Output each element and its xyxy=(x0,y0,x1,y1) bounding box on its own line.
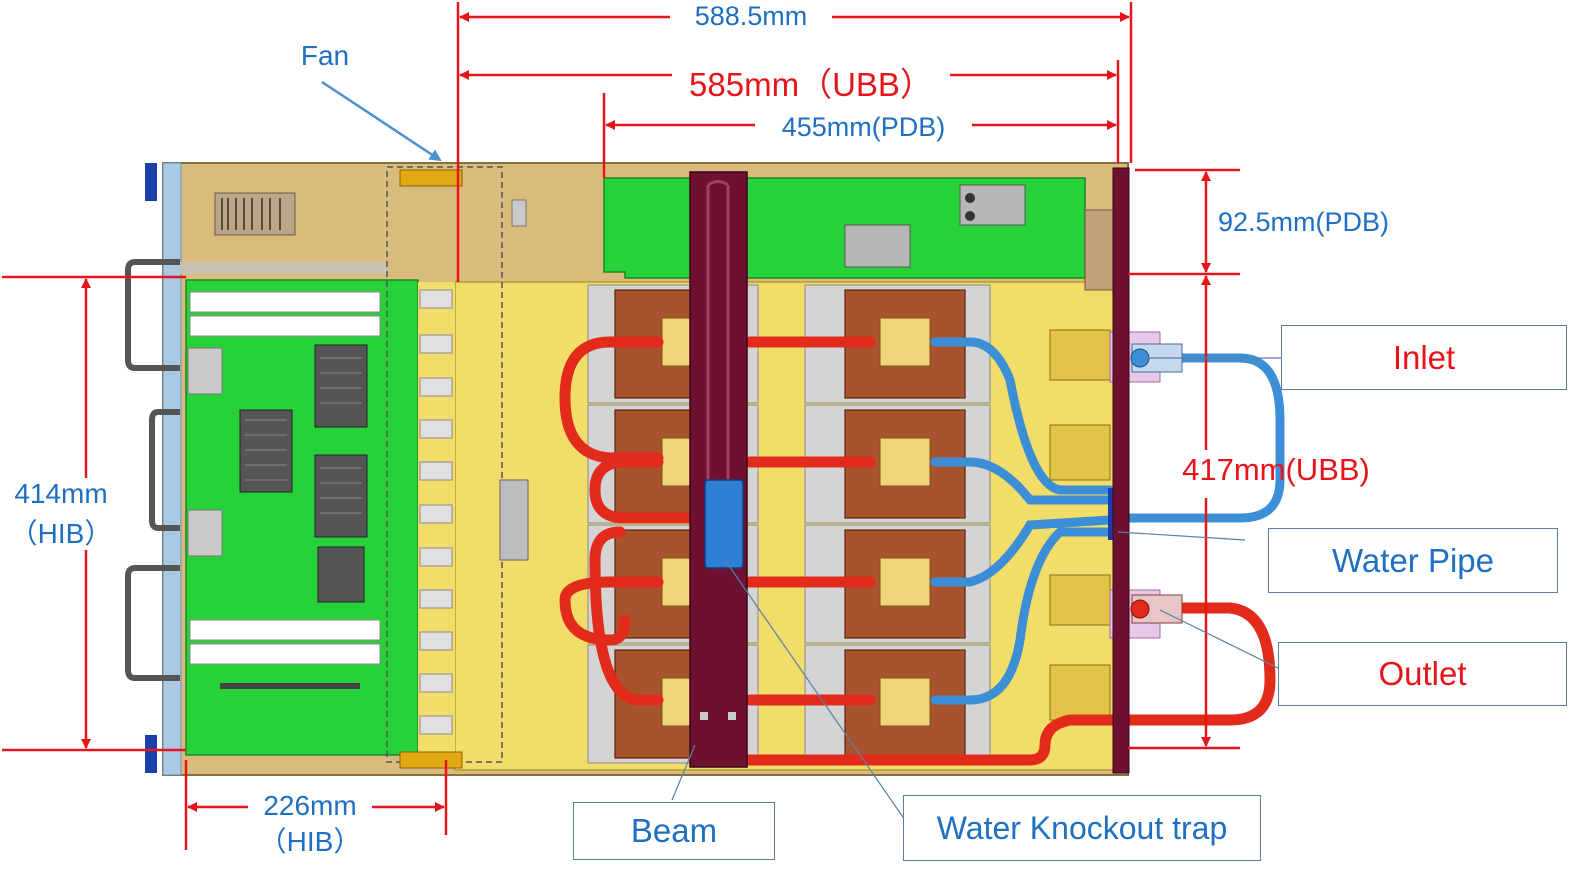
leader-lines xyxy=(321,80,1282,821)
pdb-height-label: 92.5mm(PDB) xyxy=(1218,207,1390,237)
overall-length-label: 588.5mm xyxy=(694,1,808,31)
hib-board xyxy=(185,279,455,756)
water-knockout-trap-callout: Water Knockout trap xyxy=(903,795,1261,861)
beam-label: Beam xyxy=(630,812,718,849)
hib-width-value: 226mm xyxy=(263,790,357,821)
rear-bulkhead xyxy=(1112,167,1130,774)
ubb-length-label: 585mm（UBB） xyxy=(689,66,933,103)
water-knockout-trap-body xyxy=(704,479,744,569)
inlet-label: Inlet xyxy=(1392,338,1456,376)
ubb-tray xyxy=(454,281,1119,771)
fan-area xyxy=(386,166,529,769)
ubb-height-label: 417mm(UBB) xyxy=(1182,452,1370,487)
beam xyxy=(689,171,748,768)
cold-pipes xyxy=(930,337,1285,705)
outlet-label: Outlet xyxy=(1378,655,1467,692)
dimension-lines xyxy=(2,2,1240,850)
inlet-callout: Inlet xyxy=(1281,325,1567,390)
hib-width-note: （HIB） xyxy=(258,826,362,857)
hib-height-note: （HIB） xyxy=(9,518,113,549)
pdb-board xyxy=(603,177,1121,291)
hib-height-value: 414mm xyxy=(14,478,108,509)
pdb-length-label: 455mm(PDB) xyxy=(781,112,946,142)
water-knockout-trap-label: Water Knockout trap xyxy=(936,809,1228,846)
water-pipe-label: Water Pipe xyxy=(1331,541,1494,579)
fan-label: Fan xyxy=(300,40,350,71)
outlet-callout: Outlet xyxy=(1278,642,1567,706)
beam-callout: Beam xyxy=(573,802,775,860)
water-pipe-callout: Water Pipe xyxy=(1268,528,1558,593)
